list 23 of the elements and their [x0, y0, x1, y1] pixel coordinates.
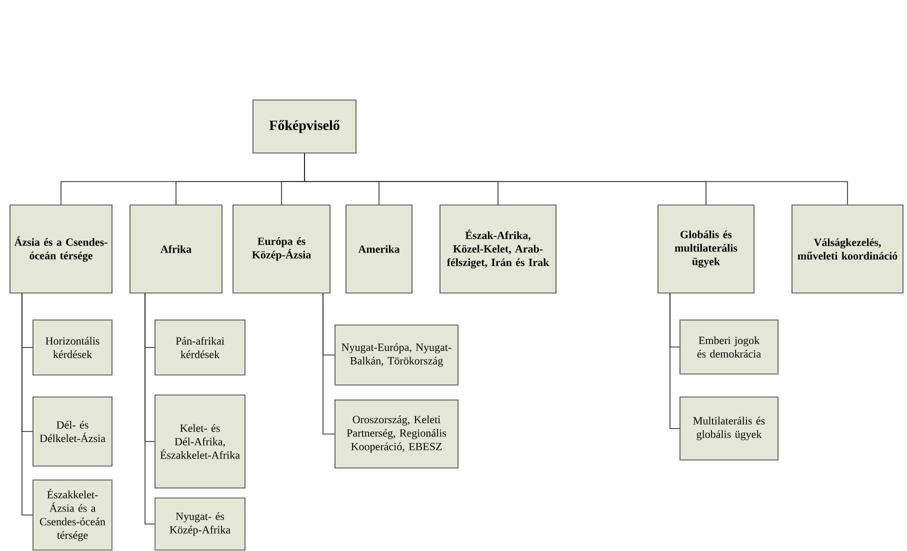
connector-line — [22, 293, 34, 516]
department-box: Afrika — [130, 204, 222, 294]
unit-box: Dél- és Délkelet-Ázsia — [32, 396, 112, 466]
department-box: Európa és Közép-Ázsia — [232, 204, 330, 294]
department-box: Ázsia és a Csendes-óceán térsége — [10, 204, 112, 294]
department-box: Észak-Afrika, Közel-Kelet, Arab-félsziget, Irán és Irak — [440, 204, 556, 294]
head-box: Főképviselő — [252, 100, 356, 154]
unit-box: Északkelet-Ázsia és a Csendes-óceán térsége — [32, 480, 112, 550]
connector-line — [670, 293, 680, 429]
unit-box: Oroszország, Keleti Partnerség, Regionális Kooperáció, EBESZ — [334, 400, 458, 468]
unit-box: Horizontális kérdések — [32, 320, 112, 376]
unit-box: Multilaterális és globális ügyek — [680, 396, 778, 460]
unit-box: Nyugat-Európa, Nyugat-Balkán, Törökország — [334, 324, 458, 386]
department-box: Amerika — [346, 204, 412, 294]
connector-line — [322, 293, 335, 434]
department-box: Globális és multilaterális ügyek — [658, 204, 754, 294]
unit-box: Kelet- és Dél-Afrika, Északkelet-Afrika — [154, 394, 246, 488]
unit-box: Emberi jogok és demokrácia — [680, 320, 778, 374]
unit-box: Nyugat- és Közép-Afrika — [154, 498, 246, 550]
unit-box: Pán-afrikai kérdések — [154, 320, 246, 376]
connector-line — [144, 293, 156, 524]
connector-line — [304, 153, 848, 205]
department-box: Válságkezelés, műveleti koordináció — [792, 204, 904, 294]
